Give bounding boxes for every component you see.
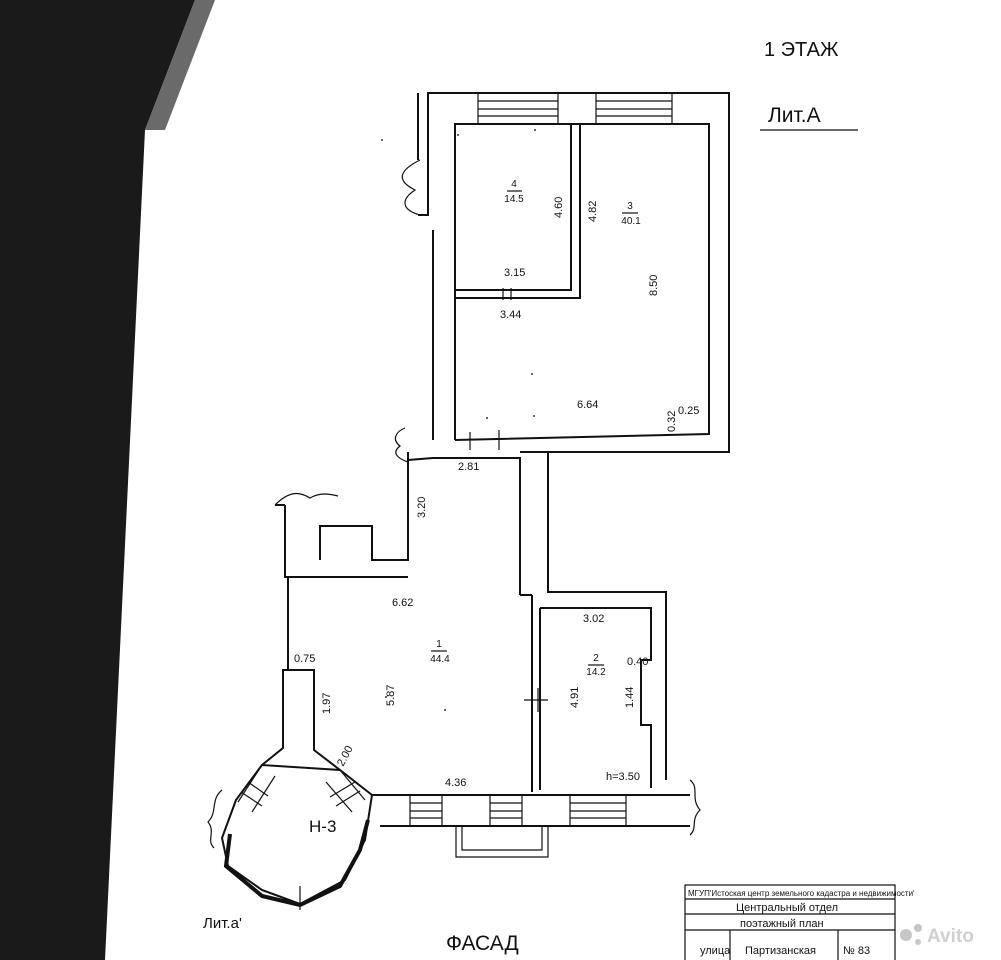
watermark-text: Avito xyxy=(927,926,974,947)
room-3-label: 3 40.1 xyxy=(621,201,641,227)
door-marks xyxy=(469,288,512,450)
room-area: 14.2 xyxy=(586,667,606,678)
room-marker: Н-3 xyxy=(309,817,336,836)
dim-8-50: 8.50 xyxy=(648,275,660,296)
dim-4-82: 4.82 xyxy=(587,201,599,222)
room-2-label: 2 14.2 xyxy=(586,653,606,678)
dim-5-87: 5.87 xyxy=(385,685,397,706)
room-number: 4 xyxy=(511,179,517,190)
dim-4-60: 4.60 xyxy=(553,197,565,218)
dim-3-02: 3.02 xyxy=(583,613,604,625)
room-number: 1 xyxy=(436,639,442,650)
building-label: Лит.А xyxy=(768,104,821,127)
dim-4-36: 4.36 xyxy=(445,777,466,789)
facade-wall xyxy=(372,779,701,858)
title-block: МГУП'Истоская центр земельного кадастра … xyxy=(684,884,915,960)
floor-label: 1 ЭТАЖ xyxy=(764,39,839,61)
room-1-label: 1 44.4 xyxy=(430,639,450,665)
dim-1-44: 1.44 xyxy=(624,687,636,708)
dim-3-15: 3.15 xyxy=(504,267,525,279)
top-windows xyxy=(477,92,673,125)
dim-2-00: 2.00 xyxy=(335,744,356,769)
lower-block-walls xyxy=(261,493,652,792)
dim-1-97: 1.97 xyxy=(321,693,333,714)
room-4-label: 4 14.5 xyxy=(504,179,524,205)
dim-2-81: 2.81 xyxy=(458,461,479,473)
room-area: 40.1 xyxy=(621,216,641,227)
dim-0-75: 0.75 xyxy=(294,653,315,665)
facade-label: ФАСАД xyxy=(446,932,519,955)
upper-block-walls xyxy=(417,92,730,453)
title-dept: Центральный отдел xyxy=(736,902,838,914)
dim-3-44: 3.44 xyxy=(500,309,521,321)
corridor-walls xyxy=(319,452,667,780)
title-org: МГУП'Истоская центр земельного кадастра … xyxy=(688,889,915,898)
room-area: 44.4 xyxy=(430,654,450,665)
scan-dots xyxy=(381,129,536,711)
title-number: № 83 xyxy=(843,945,870,957)
room-number: 3 xyxy=(627,201,633,212)
title-street: Партизанская xyxy=(745,945,816,957)
dim-4-91: 4.91 xyxy=(569,687,581,708)
dim-6-64: 6.64 xyxy=(577,399,598,411)
break-lines-upper xyxy=(394,159,421,463)
bay-window xyxy=(207,763,374,910)
dim-6-62: 6.62 xyxy=(392,597,413,609)
title-street-label: улица xyxy=(700,945,731,957)
room-number: 2 xyxy=(593,653,599,664)
ceiling-height: h=3.50 xyxy=(606,771,640,783)
dimension-labels: 4.60 4.82 3.15 3.44 8.50 6.64 0.32 0.25 … xyxy=(294,197,699,789)
annex-label: Лит.а' xyxy=(203,915,242,932)
watermark: Avito xyxy=(900,924,974,947)
room-area: 14.5 xyxy=(504,194,524,205)
dim-0-32: 0.32 xyxy=(666,411,678,432)
dim-3-20: 3.20 xyxy=(416,497,428,518)
dim-0-40: 0.40 xyxy=(627,656,648,668)
title-doc: поэтажный план xyxy=(740,918,824,930)
dim-0-25: 0.25 xyxy=(678,405,699,417)
